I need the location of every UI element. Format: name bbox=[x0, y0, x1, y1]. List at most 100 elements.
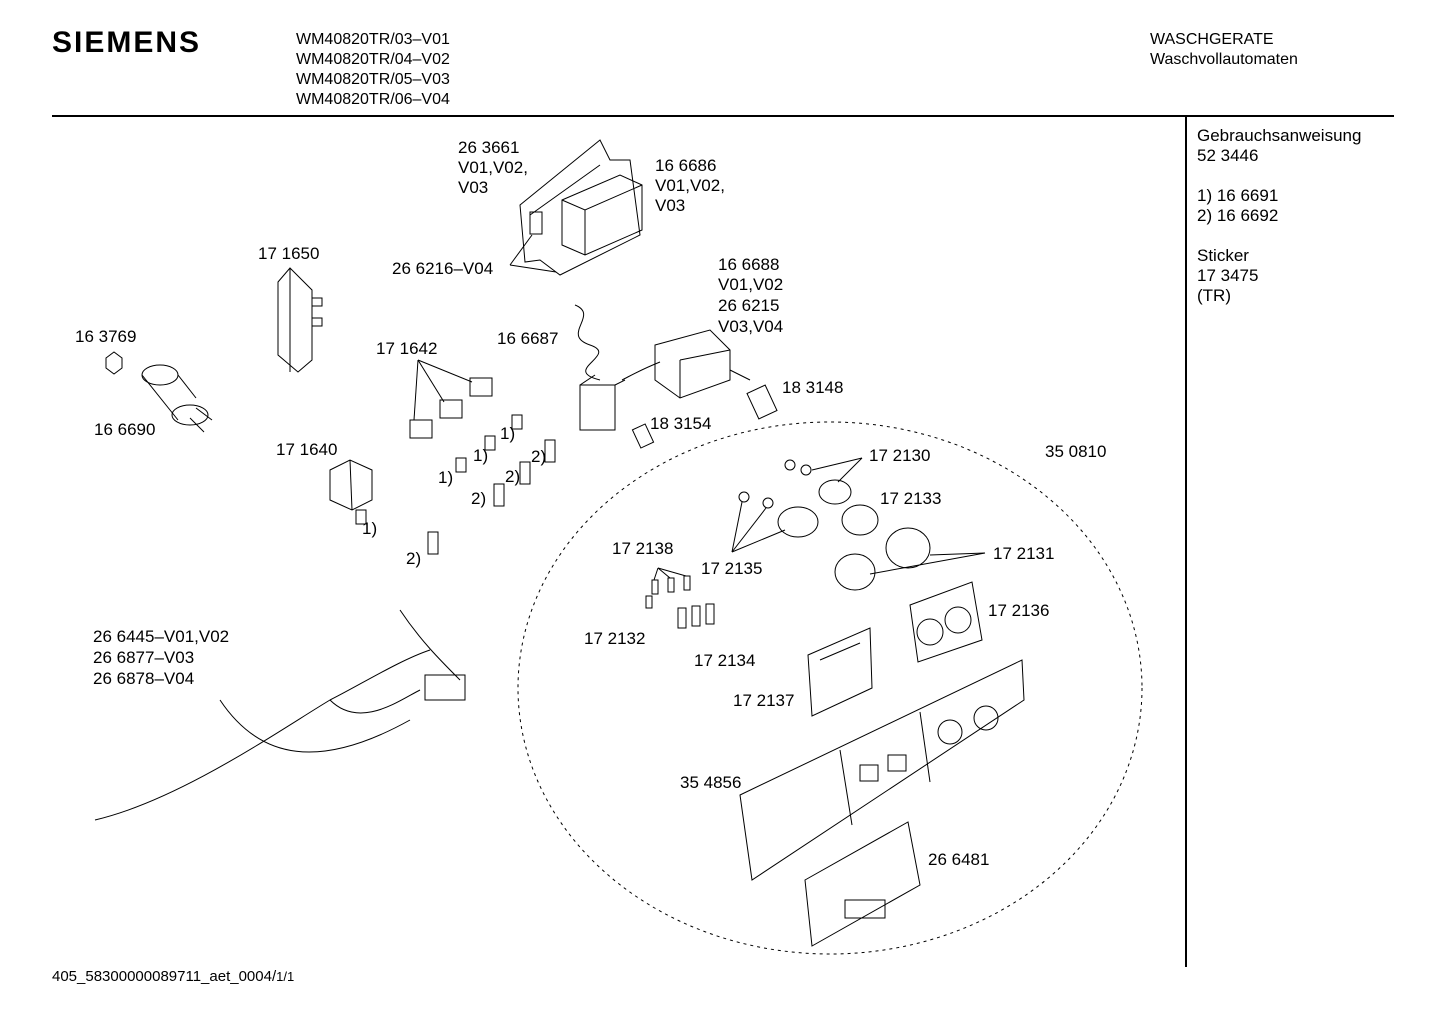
part-label: 26 3661 bbox=[458, 138, 520, 157]
part-label: 16 6690 bbox=[94, 420, 156, 439]
part-label: 17 2137 bbox=[733, 691, 795, 710]
footnote-1: 1) 16 6691 bbox=[1197, 186, 1279, 205]
leader-line bbox=[837, 457, 863, 483]
category-block: WASCHGERATE Waschvollautomaten bbox=[1150, 30, 1298, 70]
part-label: 26 6877–V03 bbox=[93, 648, 195, 667]
leader-line bbox=[417, 359, 473, 383]
leader-line bbox=[509, 234, 533, 266]
leader-line bbox=[413, 359, 419, 421]
model-item: WM40820TR/03–V01 bbox=[296, 31, 450, 48]
category-subtitle: Waschvollautomaten bbox=[1150, 51, 1298, 68]
sticker-title: Sticker bbox=[1197, 246, 1249, 265]
part-variant-label: V01,V02, bbox=[655, 176, 725, 195]
part-label: 35 4856 bbox=[680, 773, 742, 792]
circuit-board-part bbox=[519, 139, 641, 276]
leader-line bbox=[929, 552, 986, 556]
part-label: 16 3769 bbox=[75, 327, 137, 346]
part-label: 17 1650 bbox=[258, 244, 320, 263]
leader-line bbox=[869, 552, 986, 575]
model-item: WM40820TR/04–V02 bbox=[296, 51, 450, 68]
part-label: 26 6215 bbox=[718, 296, 780, 315]
part-label: 17 2135 bbox=[701, 559, 763, 578]
document-code: 405_58300000089711_aet_0004/1/1 bbox=[52, 968, 294, 985]
leader-line bbox=[731, 529, 786, 553]
leader-line bbox=[653, 567, 659, 581]
display-unit-part bbox=[807, 627, 873, 717]
part-label: 18 3154 bbox=[650, 414, 712, 433]
drawer-handle-part bbox=[804, 821, 921, 947]
model-item: WM40820TR/06–V04 bbox=[296, 91, 450, 108]
module-box-part bbox=[529, 174, 643, 256]
pressure-switch-part bbox=[579, 374, 626, 431]
part-label: 17 1640 bbox=[276, 440, 338, 459]
footnote-marker: 2) bbox=[531, 447, 547, 466]
model-list: WM40820TR/03–V01 WM40820TR/04–V02 WM4082… bbox=[296, 30, 450, 110]
nut-part bbox=[105, 351, 123, 375]
light-guide-part bbox=[645, 575, 715, 629]
part-label: 17 2133 bbox=[880, 489, 942, 508]
brand-logo: SIEMENS bbox=[52, 26, 202, 59]
exploded-parts-drawing bbox=[94, 139, 1143, 955]
leader-line bbox=[509, 264, 557, 273]
part-label: 26 6216–V04 bbox=[392, 259, 494, 278]
knob-part bbox=[631, 423, 655, 449]
assembly-group-outline bbox=[517, 421, 1143, 955]
footnote-marker: 1) bbox=[500, 424, 516, 443]
part-label: 16 6686 bbox=[655, 156, 717, 175]
footnote-2: 2) 16 6692 bbox=[1197, 206, 1279, 225]
model-item: WM40820TR/05–V03 bbox=[296, 71, 450, 88]
sleeve-part bbox=[427, 439, 556, 555]
part-variant-label: V01,V02 bbox=[718, 275, 784, 294]
leader-line bbox=[657, 567, 671, 579]
part-label: 17 2136 bbox=[988, 601, 1050, 620]
leader-line bbox=[657, 567, 687, 577]
footnote-marker: 2) bbox=[471, 489, 487, 508]
part-label: 17 1642 bbox=[376, 339, 438, 358]
header-divider bbox=[52, 115, 1394, 117]
part-variant-label: V03 bbox=[655, 196, 686, 215]
panel-frame-part bbox=[909, 581, 983, 663]
part-label: 18 3148 bbox=[782, 378, 844, 397]
leader-line bbox=[731, 501, 743, 553]
manual-title: Gebrauchsanweisung bbox=[1197, 126, 1362, 145]
part-label: 16 6688 bbox=[718, 255, 780, 274]
part-label: 17 2131 bbox=[993, 544, 1055, 563]
footnote-marker: 2) bbox=[406, 549, 422, 568]
wire-part bbox=[574, 304, 601, 381]
part-variant-label: V03 bbox=[458, 178, 489, 197]
leader-line bbox=[417, 359, 445, 403]
part-label: 17 2132 bbox=[584, 629, 646, 648]
footnote-marker: 1) bbox=[473, 446, 489, 465]
ring-part bbox=[834, 527, 931, 591]
front-panel-part bbox=[739, 659, 1025, 881]
part-label: 35 0810 bbox=[1045, 442, 1107, 461]
sticker-region: (TR) bbox=[1197, 286, 1231, 305]
leader-line bbox=[811, 457, 863, 471]
footnote-marker: 2) bbox=[505, 467, 521, 486]
footer-code: 405_58300000089711_aet_0004/ bbox=[52, 968, 277, 985]
page-number: 1/1 bbox=[276, 969, 295, 984]
sidebar-divider bbox=[1185, 117, 1187, 967]
footnote-marker: 1) bbox=[362, 519, 378, 538]
spring-part bbox=[355, 414, 523, 525]
part-label: 26 6878–V04 bbox=[93, 669, 195, 688]
part-label: 26 6481 bbox=[928, 850, 990, 869]
footnote-marker: 1) bbox=[438, 468, 454, 487]
switch-part bbox=[409, 377, 493, 439]
wiring-harness-part bbox=[94, 609, 466, 821]
manual-number: 52 3446 bbox=[1197, 146, 1259, 165]
part-variant-label: V03,V04 bbox=[718, 317, 784, 336]
timer-part bbox=[621, 329, 751, 399]
part-label: 17 2138 bbox=[612, 539, 674, 558]
leader-line bbox=[731, 507, 767, 553]
part-variant-label: V01,V02, bbox=[458, 158, 528, 177]
knob-part bbox=[746, 384, 778, 420]
switch-part bbox=[329, 459, 373, 511]
part-label: 17 2130 bbox=[869, 446, 931, 465]
sticker-number: 17 3475 bbox=[1197, 266, 1259, 285]
part-label: 16 6687 bbox=[497, 329, 559, 348]
part-label: 26 6445–V01,V02 bbox=[93, 627, 230, 646]
part-label: 17 2134 bbox=[694, 651, 756, 670]
category-title: WASCHGERATE bbox=[1150, 31, 1274, 48]
indicator-part bbox=[738, 459, 879, 538]
